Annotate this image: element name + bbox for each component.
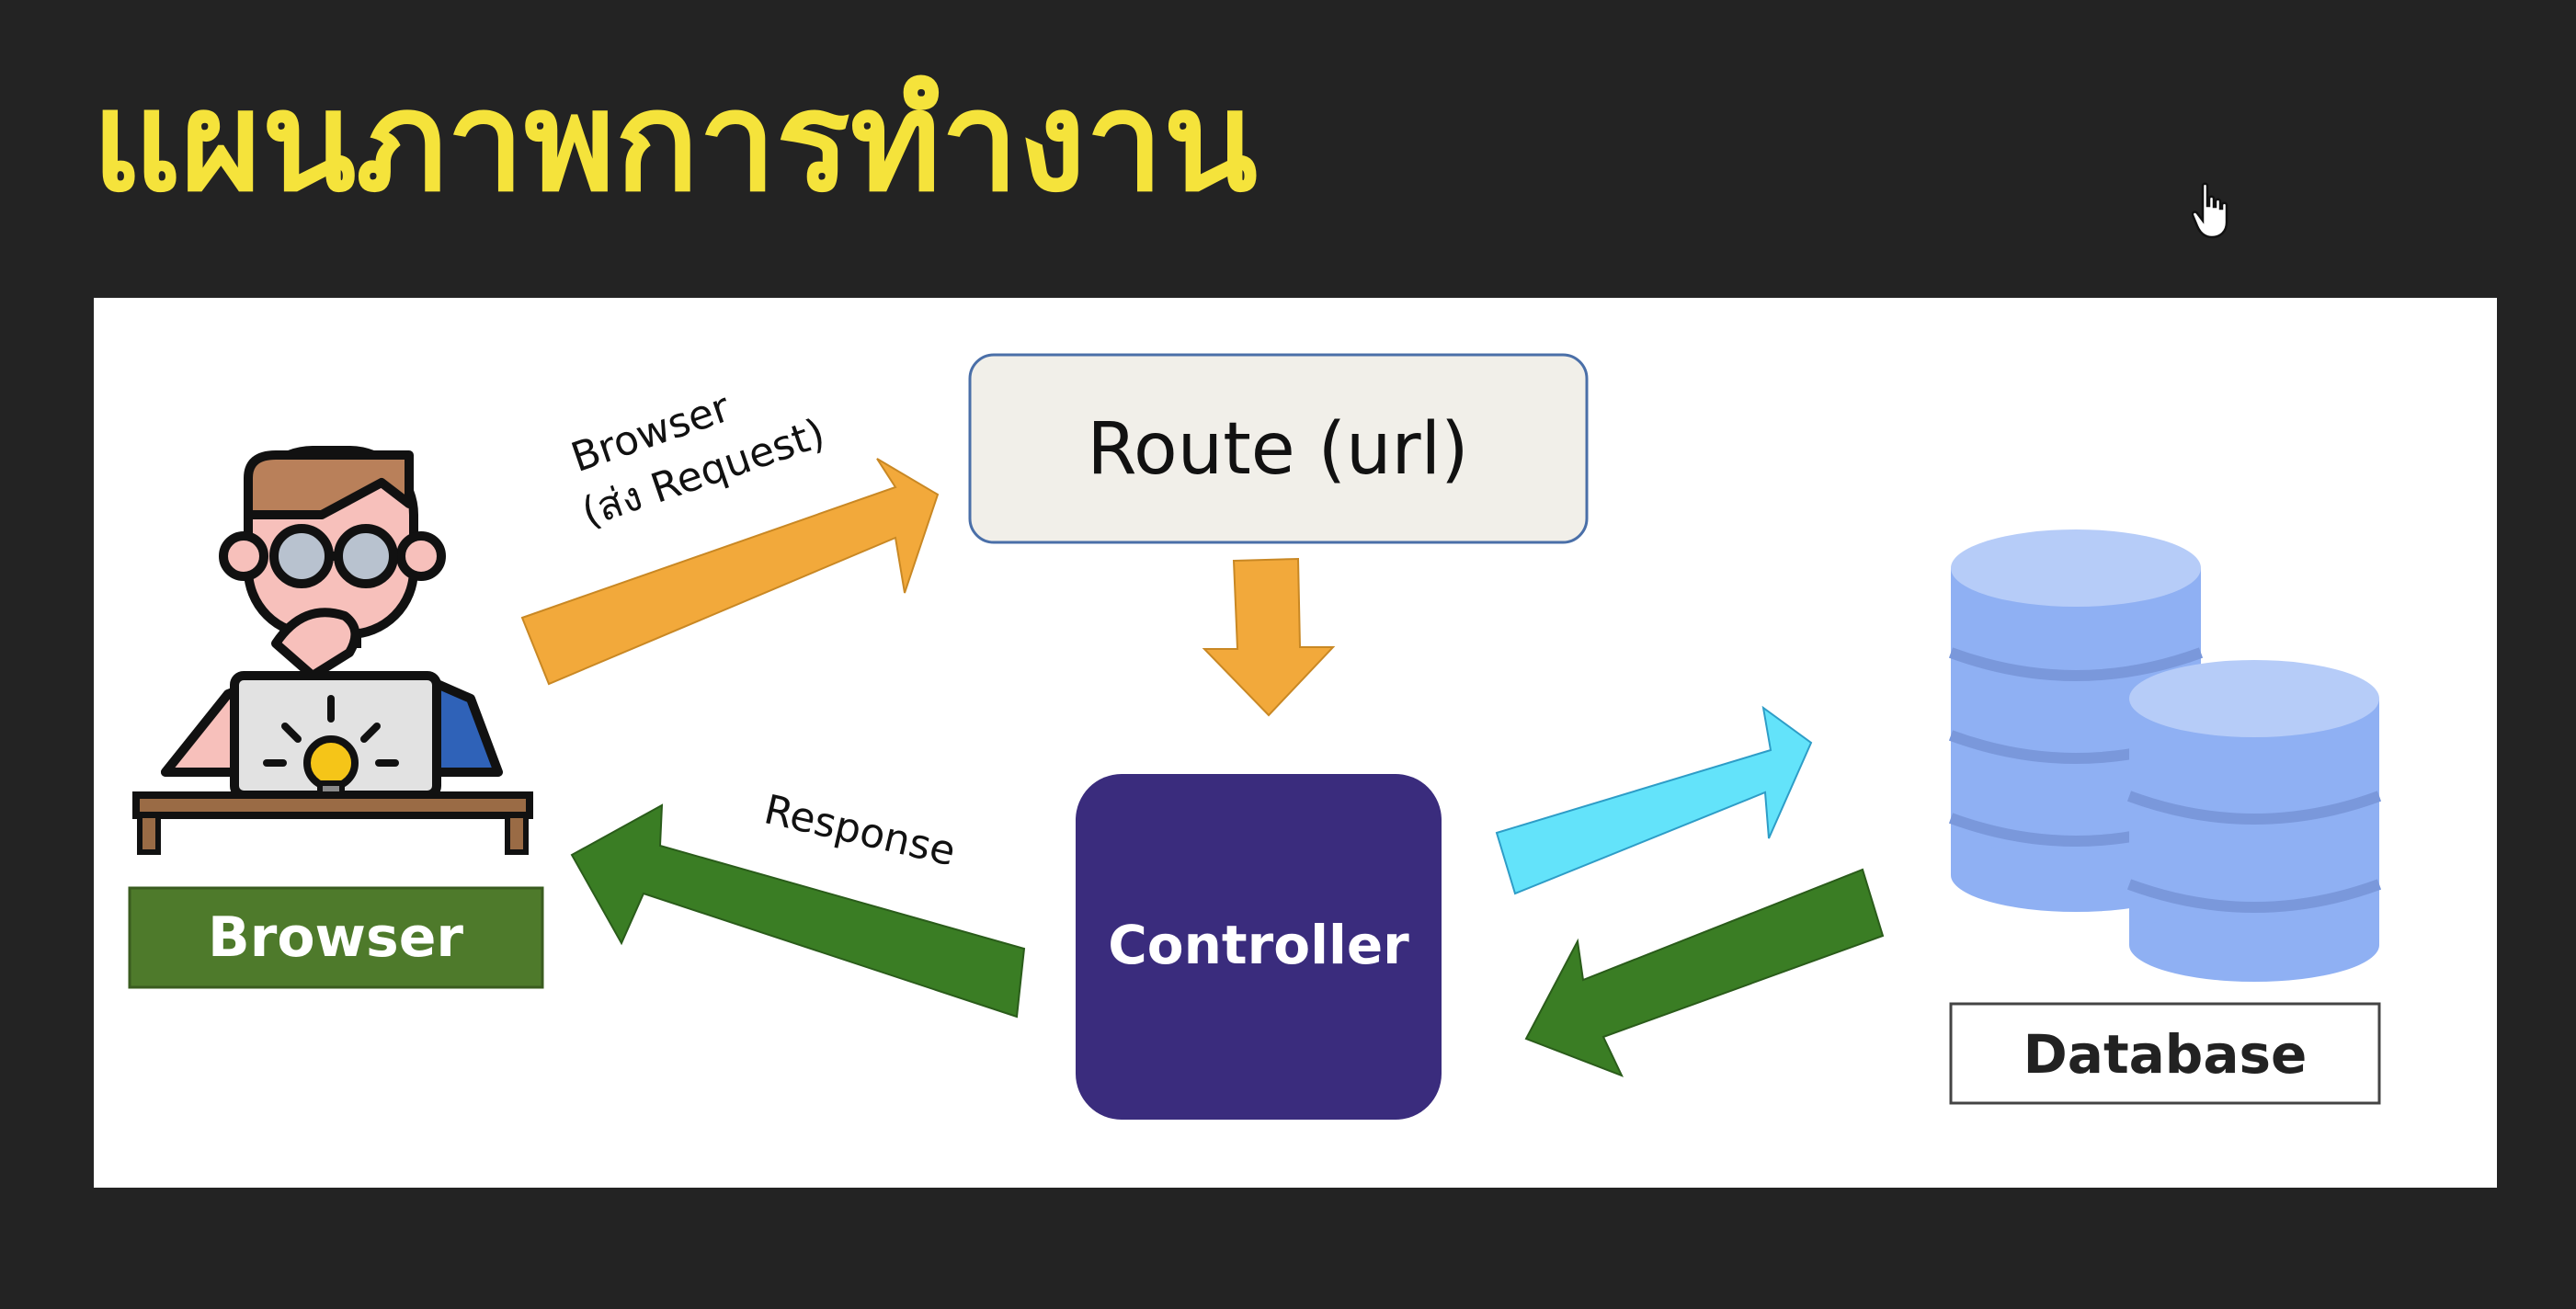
request-arrow bbox=[520, 458, 940, 686]
database-label: Database bbox=[2023, 1023, 2308, 1086]
response-label: Response bbox=[760, 786, 960, 875]
browser-node: Browser bbox=[128, 886, 544, 989]
controller-to-database-arrow bbox=[1495, 705, 1813, 895]
response-arrow bbox=[570, 803, 1026, 1019]
developer-at-laptop-icon bbox=[132, 446, 533, 855]
request-label: Browser (ส่ง Request) bbox=[565, 384, 830, 537]
database-to-controller-arrow bbox=[1524, 868, 1885, 1077]
database-node: Database bbox=[1949, 1002, 2381, 1105]
browser-label: Browser bbox=[208, 905, 463, 970]
database-cylinders-icon bbox=[1948, 529, 2382, 982]
route-to-controller-arrow bbox=[1202, 557, 1336, 717]
page-title: แผนภาพการทำงาน bbox=[92, 63, 1258, 222]
route-label: Route (url) bbox=[1087, 408, 1468, 491]
route-node: Route (url) bbox=[968, 353, 1589, 544]
hand-pointer-icon bbox=[2192, 182, 2228, 239]
controller-node: Controller bbox=[1076, 774, 1442, 1120]
controller-label: Controller bbox=[1108, 914, 1409, 976]
